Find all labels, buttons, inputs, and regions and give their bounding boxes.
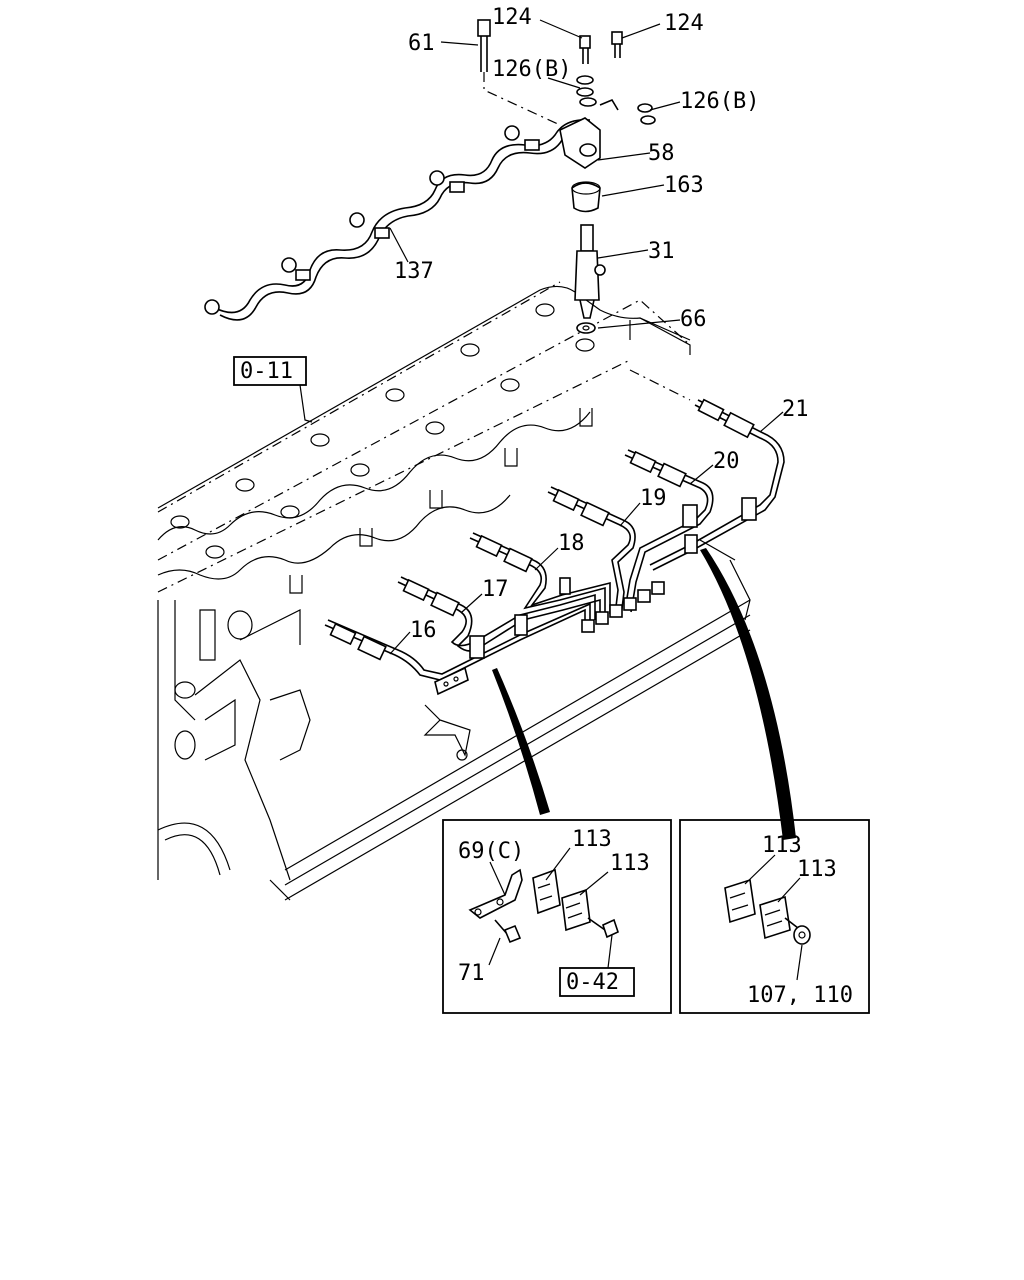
bolt-124-icon	[611, 31, 623, 45]
bolt-61-icon	[477, 19, 491, 37]
washer-icon	[637, 103, 653, 113]
callout-21: 21	[782, 397, 809, 422]
inset-left-parts	[468, 868, 635, 997]
ref-label-042: 0-42	[566, 970, 619, 995]
inset-right-parts	[724, 878, 811, 945]
inset-callout-71: 71	[458, 961, 485, 986]
ref-box-042	[559, 967, 635, 997]
ref-box-011	[233, 356, 307, 386]
inset-callout-113: 113	[797, 857, 837, 882]
clamp-58-icon	[559, 117, 601, 169]
nut-107-110-icon	[793, 925, 811, 945]
inset-callout-113: 113	[762, 833, 802, 858]
callout-16: 16	[410, 618, 437, 643]
sleeve-163-icon	[571, 182, 601, 213]
callout-163: 163	[664, 173, 704, 198]
callout-31: 31	[648, 239, 675, 264]
bolt-124-icon	[579, 35, 591, 49]
inset-callout-107-110: 107, 110	[747, 983, 853, 1008]
injector-31-icon	[580, 224, 594, 252]
callout-124: 124	[664, 11, 704, 36]
callout-58: 58	[648, 141, 675, 166]
bracket-69c-icon	[468, 868, 523, 919]
detail-leaders	[492, 548, 796, 840]
callout-126b: 126(B)	[680, 89, 759, 114]
detail-inset-right	[679, 819, 870, 1014]
callout-124: 124	[492, 5, 532, 30]
callout-17: 17	[482, 577, 509, 602]
inset-callout-113: 113	[610, 851, 650, 876]
callout-66: 66	[680, 307, 707, 332]
washer-icon	[576, 75, 594, 85]
ref-label-011: 0-11	[240, 359, 293, 384]
callout-19: 19	[640, 486, 667, 511]
clamp-113-icon	[724, 878, 756, 924]
leak-off-pipe-137	[204, 118, 596, 321]
inset-callout-69c: 69(C)	[458, 839, 524, 864]
clamp-113-icon	[532, 868, 561, 915]
bolt-71-icon	[503, 924, 522, 944]
clamp-113-icon	[561, 888, 591, 932]
clamp-113-icon	[759, 895, 791, 940]
detail-inset-left	[442, 819, 672, 1014]
callout-126b: 126(B)	[492, 57, 571, 82]
callout-20: 20	[713, 449, 740, 474]
gasket-66-icon	[576, 322, 596, 334]
injection-pipes	[324, 369, 785, 696]
callout-61: 61	[408, 31, 435, 56]
callout-18: 18	[558, 531, 585, 556]
inset-callout-113: 113	[572, 827, 612, 852]
callout-labels: 61 124 124 126(B) 126(B) 58 163 31 137 6…	[240, 5, 853, 1008]
callout-leaders	[299, 19, 803, 981]
callout-137: 137	[394, 259, 434, 284]
injector-assembly	[477, 19, 656, 334]
